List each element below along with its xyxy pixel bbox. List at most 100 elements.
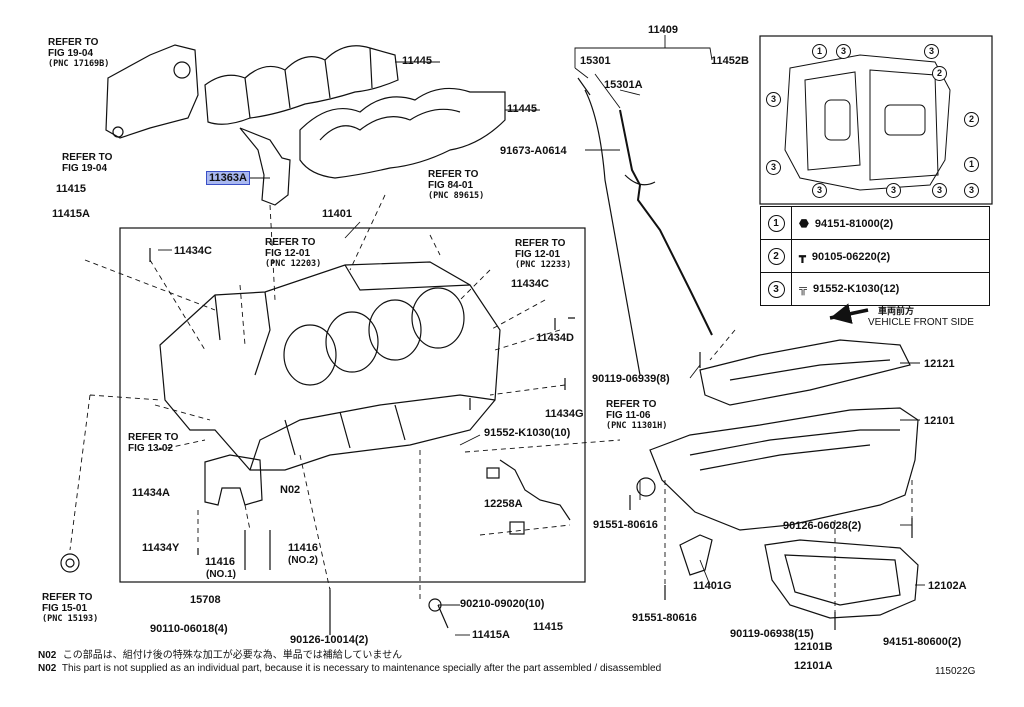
bearing-cap <box>204 454 263 506</box>
inset-callout: 2 <box>964 112 979 127</box>
label-11363a[interactable]: 11363A <box>206 171 250 185</box>
label-11416-no1-sub: (NO.1) <box>206 569 236 580</box>
label-91552-k1030[interactable]: 91552-K1030(10) <box>484 427 571 439</box>
refer-fig-19-04-top[interactable]: REFER TO FIG 19-04 (PNC 17169B) <box>48 37 109 70</box>
refer-line1: REFER TO <box>265 237 316 248</box>
legend-key: 3 <box>767 280 785 298</box>
label-11416-no2[interactable]: 11416 <box>288 542 318 554</box>
label-11401g[interactable]: 11401G <box>693 580 732 592</box>
bolt-icon: ┳ <box>799 250 806 263</box>
label-90110-06018[interactable]: 90110-06018(4) <box>150 623 228 635</box>
note-en-code: N02 <box>38 663 57 674</box>
legend-row[interactable]: 1 ⬣ 94151-81000(2) <box>760 206 990 240</box>
note-jp: N02 この部品は、組付け後の特殊な加工が必要な為、単品では補給していません <box>38 650 402 662</box>
label-11415[interactable]: 11415 <box>56 183 86 195</box>
refer-line2: FIG 15-01 <box>42 603 88 614</box>
legend-part: 94151-81000(2) <box>814 217 894 230</box>
label-91551-80616-b[interactable]: 91551-80616 <box>632 612 697 624</box>
refer-pnc: (PNC 17169B) <box>48 59 110 69</box>
label-11415-bottom[interactable]: 11415 <box>533 621 563 633</box>
oil-pan-lower-12102a <box>764 539 919 619</box>
label-11415a[interactable]: 11415A <box>52 208 90 220</box>
inset-callout: 2 <box>932 66 947 81</box>
inset-callout: 3 <box>932 183 947 198</box>
inset-frame <box>759 35 993 205</box>
refer-pnc: (PNC 12203) <box>265 259 322 269</box>
label-n02[interactable]: N02 <box>280 484 301 496</box>
label-91673-a0614[interactable]: 91673-A0614 <box>500 145 567 157</box>
inset-callout: 3 <box>886 183 901 198</box>
inset-oil-pan <box>784 54 951 191</box>
refer-line1: REFER TO <box>128 432 179 443</box>
label-11416-no1[interactable]: 11416 <box>205 556 235 568</box>
label-15708[interactable]: 15708 <box>190 594 221 606</box>
label-11445-upper[interactable]: 11445 <box>402 55 432 67</box>
refer-fig-19-04-mid[interactable]: REFER TO FIG 19-04 <box>62 152 112 174</box>
label-12101a[interactable]: 12101A <box>794 660 833 672</box>
inset-callout: 1 <box>812 44 827 59</box>
refer-fig-12-01-a[interactable]: REFER TO FIG 12-01 (PNC 12203) <box>265 237 321 270</box>
label-12101[interactable]: 12101 <box>924 415 955 427</box>
label-11434y[interactable]: 11434Y <box>142 542 180 554</box>
legend-row[interactable]: 2 ┳ 90105-06220(2) <box>760 239 990 273</box>
label-90126-10014[interactable]: 90126-10014(2) <box>290 634 369 646</box>
legend-key-cell: 3 <box>760 272 792 306</box>
insulator-upper <box>204 45 399 125</box>
label-11415a-bottom[interactable]: 11415A <box>472 629 510 641</box>
inset-callout: 3 <box>964 183 979 198</box>
refer-pnc: (PNC 12233) <box>515 260 572 270</box>
legend-part-cell: ⬣ 94151-81000(2) <box>791 206 990 240</box>
label-11434g[interactable]: 11434G <box>545 408 584 420</box>
refer-line2: FIG 12-01 <box>515 249 561 260</box>
label-11409[interactable]: 11409 <box>648 24 678 36</box>
label-11434c-right[interactable]: 11434C <box>511 278 549 290</box>
inset-callout: 3 <box>766 160 781 175</box>
label-12121[interactable]: 12121 <box>924 358 955 370</box>
diagram-id: 115022G <box>935 666 976 677</box>
refer-fig-12-01-b[interactable]: REFER TO FIG 12-01 (PNC 12233) <box>515 238 571 271</box>
legend-part-cell: ┳ 90105-06220(2) <box>791 239 990 273</box>
refer-line2: FIG 13-02 <box>128 443 174 454</box>
refer-line2: FIG 19-04 <box>48 48 94 59</box>
legend-key-cell: 1 <box>760 206 792 240</box>
label-11434d[interactable]: 11434D <box>536 332 574 344</box>
label-11401[interactable]: 11401 <box>322 208 352 220</box>
front-arrow <box>829 303 869 324</box>
inset-callout: 3 <box>924 44 939 59</box>
legend-part: 90105-06220(2) <box>811 250 891 263</box>
label-11452b[interactable]: 11452B <box>711 55 749 67</box>
label-15301a[interactable]: 15301A <box>604 79 643 91</box>
label-91551-80616-a[interactable]: 91551-80616 <box>593 519 658 531</box>
bracket-11363a <box>239 127 291 206</box>
refer-pnc: (PNC 15193) <box>42 614 99 624</box>
label-11363a-highlight: 11363A <box>206 171 250 185</box>
label-11434c-top[interactable]: 11434C <box>174 245 212 257</box>
flange-bolt-icon: ╦ <box>799 283 807 295</box>
label-12258a[interactable]: 12258A <box>484 498 523 510</box>
baffle-12121 <box>699 339 911 406</box>
refer-line1: REFER TO <box>62 152 113 163</box>
refer-fig-15-01[interactable]: REFER TO FIG 15-01 (PNC 15193) <box>42 592 98 625</box>
block-group-frame <box>119 227 586 583</box>
label-11445-lower[interactable]: 11445 <box>507 103 537 115</box>
refer-pnc: (PNC 11301H) <box>606 421 668 431</box>
legend-part: 91552-K1030(12) <box>813 283 900 295</box>
label-11416-no2-sub: (NO.2) <box>288 555 318 566</box>
refer-fig-11-06[interactable]: REFER TO FIG 11-06 (PNC 11301H) <box>606 399 667 432</box>
legend-key: 2 <box>767 247 785 265</box>
label-12101b[interactable]: 12101B <box>794 641 833 653</box>
label-90119-06939[interactable]: 90119-06939(8) <box>592 373 670 385</box>
label-90119-06938[interactable]: 90119-06938(15) <box>730 628 814 640</box>
note-jp-text: この部品は、組付け後の特殊な加工が必要な為、単品では補給していません <box>62 650 403 661</box>
legend-row[interactable]: 3 ╦ 91552-K1030(12) <box>760 272 990 306</box>
label-90210-09020[interactable]: 90210-09020(10) <box>460 598 545 610</box>
label-15301[interactable]: 15301 <box>580 55 611 67</box>
dipstick-11409 <box>584 89 641 376</box>
inset-callout: 3 <box>836 44 851 59</box>
label-11434a[interactable]: 11434A <box>132 487 170 499</box>
refer-fig-13-02[interactable]: REFER TO FIG 13-02 <box>128 432 178 454</box>
label-90126-06028[interactable]: 90126-06028(2) <box>783 520 862 532</box>
label-94151-80600[interactable]: 94151-80600(2) <box>883 636 962 648</box>
label-12102a[interactable]: 12102A <box>928 580 967 592</box>
refer-fig-84-01[interactable]: REFER TO FIG 84-01 (PNC 89615) <box>428 169 484 202</box>
